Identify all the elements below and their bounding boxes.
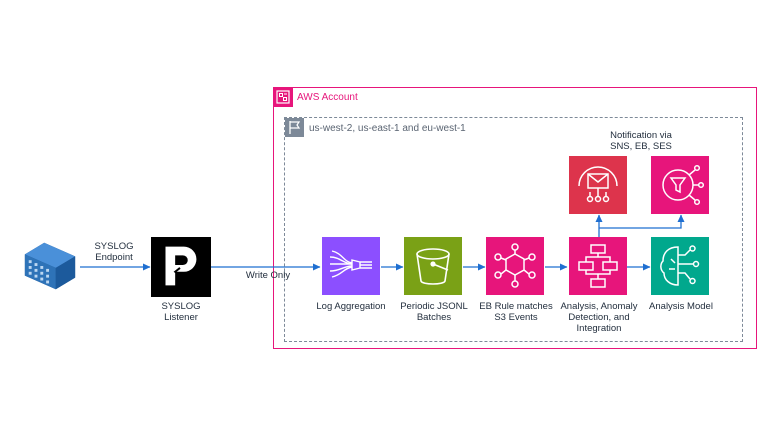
step-functions-icon <box>569 237 627 295</box>
syslog-listener-line2: Listener <box>164 312 198 323</box>
eb-rule-line1: EB Rule matches <box>479 301 553 312</box>
write-only-label: Write Only <box>245 270 291 281</box>
aws-account-label: AWS Account <box>297 92 358 103</box>
syslog-endpoint-label: SYSLOG Endpoint <box>86 241 142 263</box>
analysis-line2: Detection, and <box>568 312 630 323</box>
eb-rule-label: EB Rule matches S3 Events <box>470 301 562 323</box>
region-label: us-west-2, us-east-1 and eu-west-1 <box>309 123 466 134</box>
log-aggregation-label: Log Aggregation <box>316 301 386 312</box>
analysis-label: Analysis, Anomaly Detection, and Integra… <box>548 301 650 334</box>
notification-label: Notification via SNS, EB, SES <box>600 130 682 152</box>
region-group <box>284 117 743 342</box>
syslog-listener-label: SYSLOG Listener <box>146 301 216 323</box>
syslog-endpoint-line1: SYSLOG <box>94 241 134 252</box>
jsonl-batches-line1: Periodic JSONL <box>400 301 468 312</box>
firehose-icon <box>322 237 380 295</box>
papertrail-logo-icon <box>151 237 211 297</box>
analysis-model-label: Analysis Model <box>649 301 713 312</box>
s3-bucket-icon <box>404 237 462 295</box>
jsonl-batches-label: Periodic JSONL Batches <box>388 301 480 323</box>
eventbridge-icon <box>486 237 544 295</box>
syslog-endpoint-line2: Endpoint <box>95 252 133 263</box>
notification-line1: Notification via <box>610 130 672 141</box>
bedrock-icon <box>651 237 709 295</box>
eventbridge-notify-icon <box>651 156 709 214</box>
aws-account-icon <box>273 87 293 107</box>
notification-line2: SNS, EB, SES <box>610 141 672 152</box>
jsonl-batches-line2: Batches <box>416 312 452 323</box>
syslog-listener-line1: SYSLOG <box>161 301 201 312</box>
sns-icon <box>569 156 627 214</box>
analysis-line1: Analysis, Anomaly <box>560 301 638 312</box>
edge-stepfunctions-eventbridge <box>599 214 685 229</box>
aws-account-group <box>273 87 757 349</box>
analysis-line3: Integration <box>576 323 622 334</box>
eb-rule-line2: S3 Events <box>494 312 538 323</box>
building-icon <box>21 237 81 297</box>
region-flag-icon <box>285 118 304 137</box>
